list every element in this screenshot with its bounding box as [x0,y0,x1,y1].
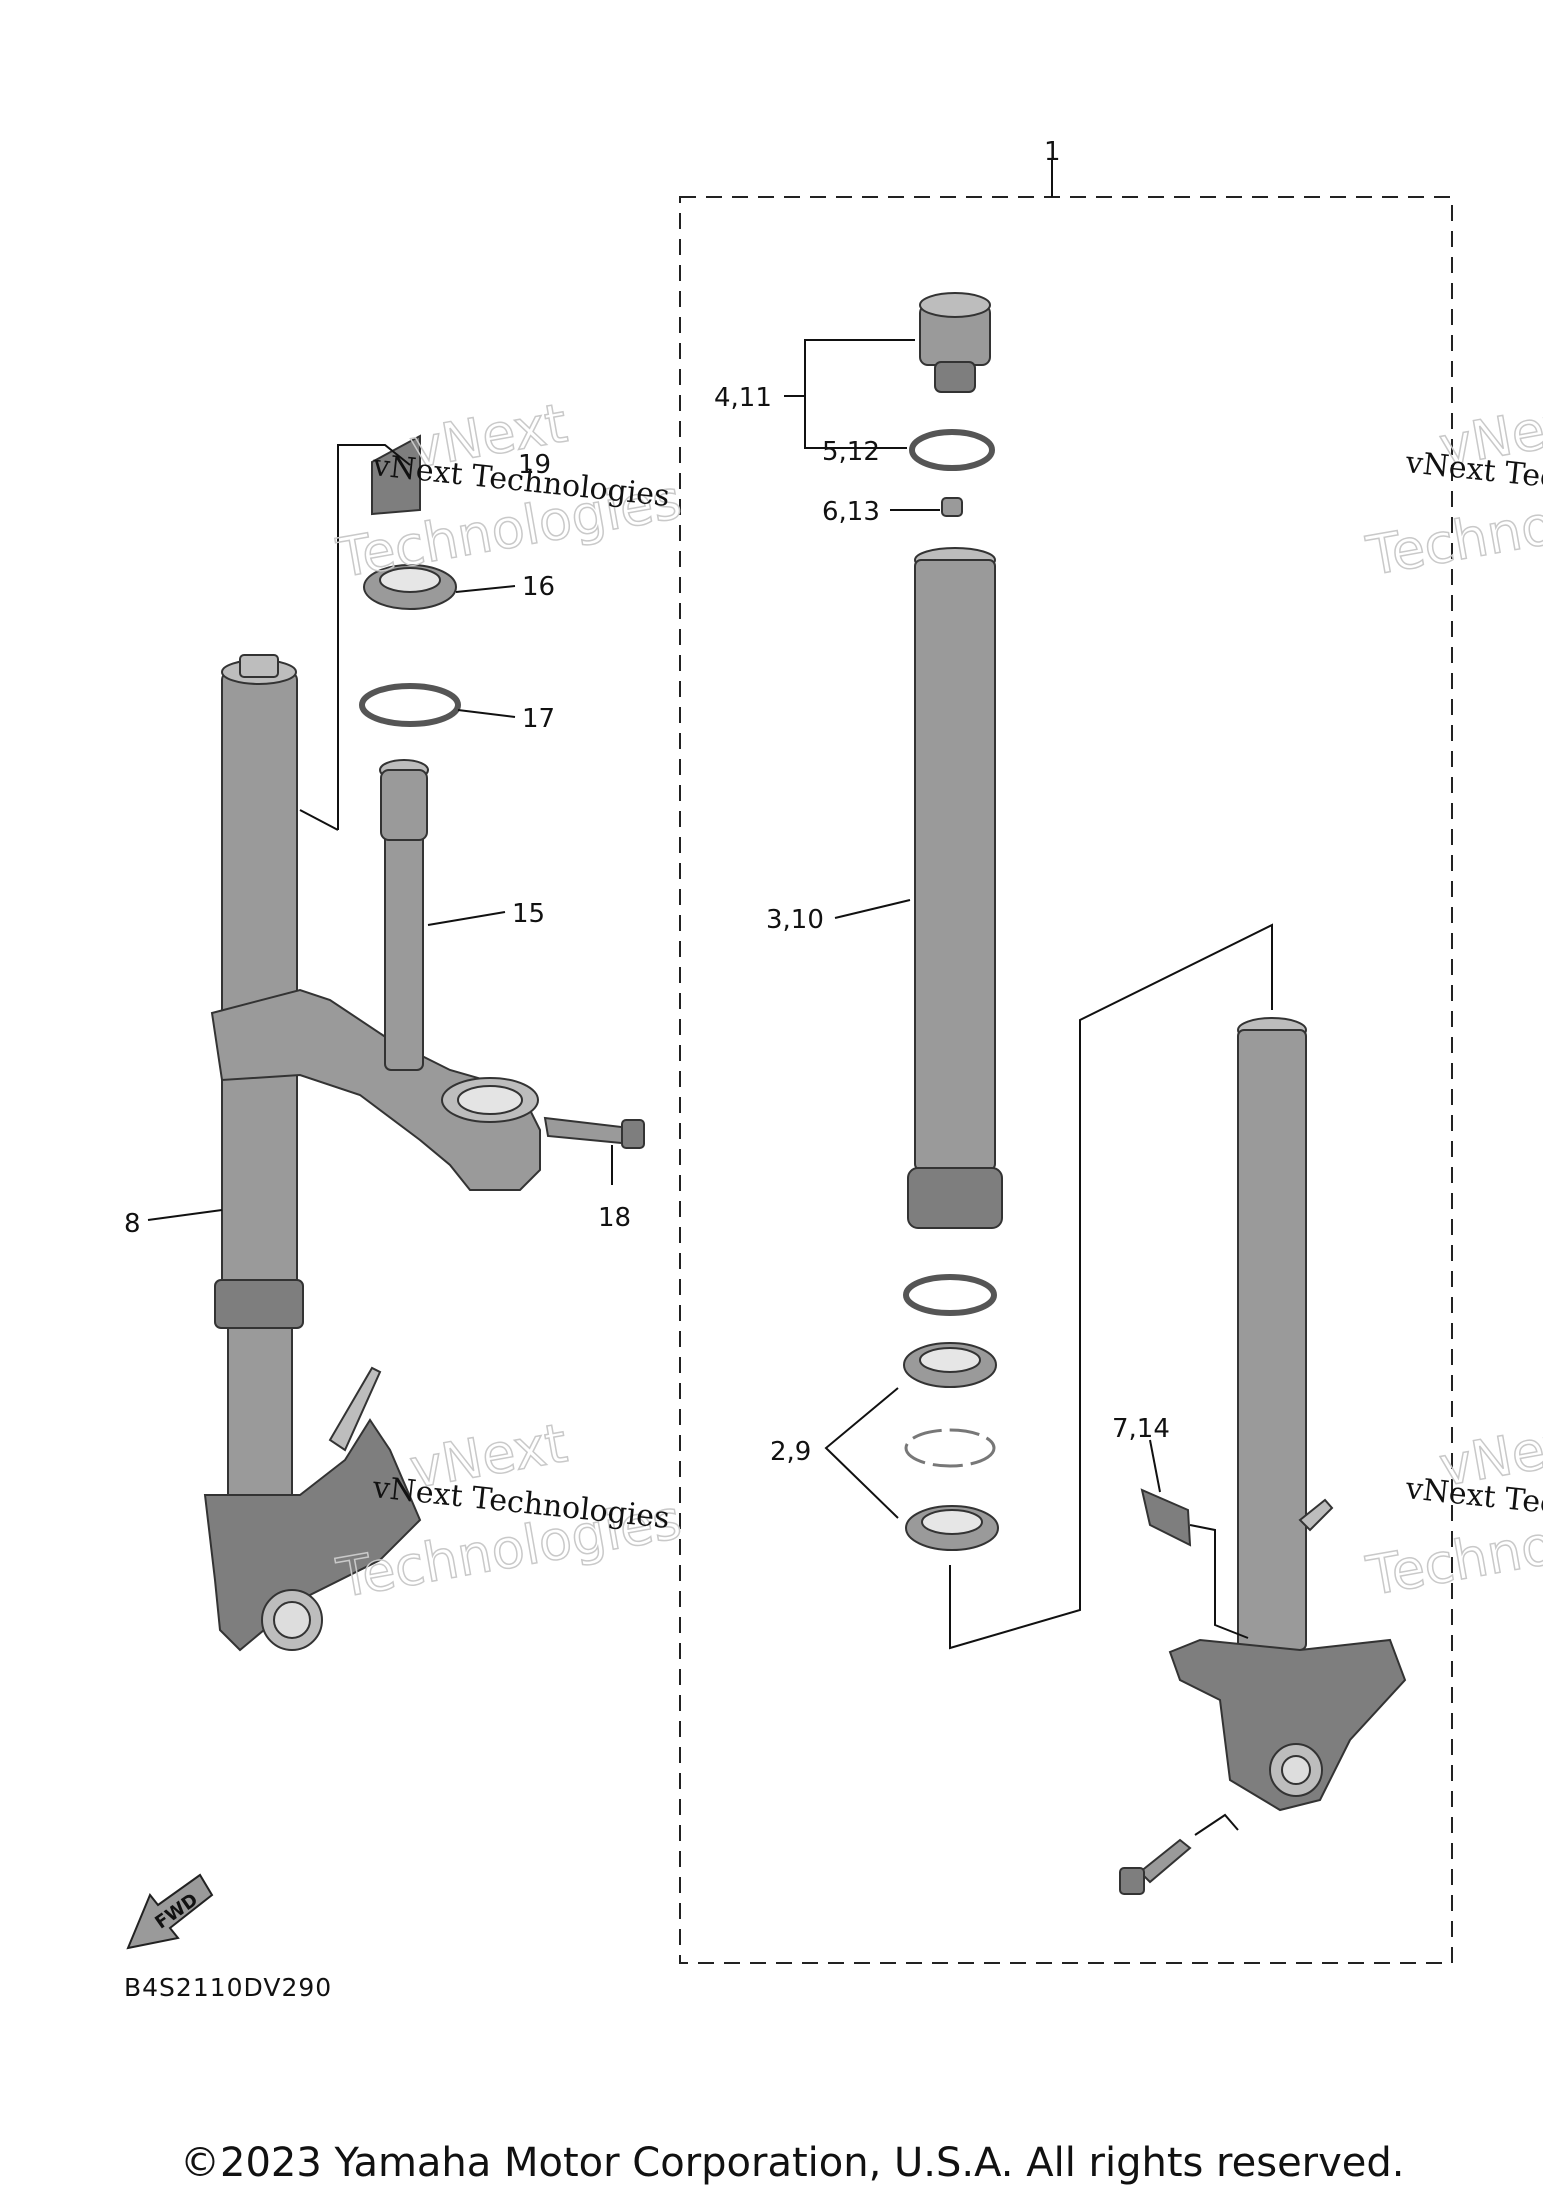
clip-ring [904,1428,996,1468]
callout-17: 17 [522,704,555,734]
callout-15: 15 [512,899,545,929]
label-7-14 [1140,1488,1192,1547]
fwd-arrow-icon: FWD [126,1873,214,1950]
seal-ring-a [903,1274,997,1316]
o-ring-5-12 [909,429,995,471]
callout-18: 18 [598,1203,631,1233]
oil-seal-2-9 [903,1342,997,1388]
callout-16: 16 [522,572,555,602]
diagram-code: B4S2110DV290 [124,1973,333,2002]
assembly-box-outline [679,196,1453,1964]
callout-19: 19 [518,450,551,480]
callout-7-14: 7,14 [1112,1414,1170,1444]
washer-17 [359,683,461,727]
callout-3-10: 3,10 [766,905,824,935]
cap-bolt-4-11 [919,292,991,393]
bushing-2-9 [905,1505,999,1551]
bolt-18 [543,1116,645,1149]
bottom-bolt-right [1119,1838,1192,1895]
callout-8: 8 [124,1209,141,1239]
callout-5-12: 5,12 [822,437,880,467]
fork-assembly-left [203,654,422,1652]
steering-stem [379,759,429,1071]
outer-tube-3-10 [907,547,1003,1229]
callout-1: 1 [1044,137,1061,167]
callout-6-13: 6,13 [822,497,880,527]
callout-2-9: 2,9 [770,1437,811,1467]
copyright-notice: ©2023 Yamaha Motor Corporation, U.S.A. A… [180,2140,1405,2185]
ring-nut-16 [363,564,457,610]
lower-bracket [210,988,541,1191]
inner-tube-right [1168,1017,1407,1812]
label-19 [371,434,421,516]
callout-4-11: 4,11 [714,383,772,413]
nut-6-13 [941,497,963,517]
